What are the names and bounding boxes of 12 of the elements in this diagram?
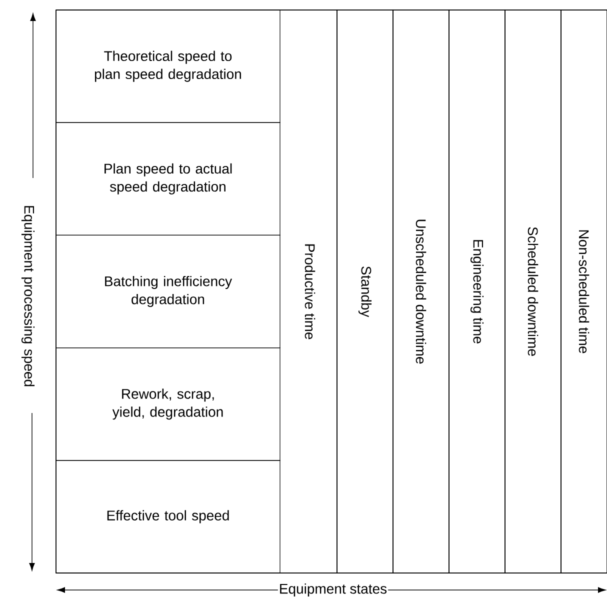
- column: Engineering time: [448, 10, 506, 574]
- column: Non-scheduled time: [560, 10, 607, 574]
- column: Scheduled downtime: [504, 10, 562, 574]
- axis-label: Equipment states: [278, 582, 388, 598]
- speed-cell: Batching inefficiency degradation: [56, 234, 280, 348]
- axis-label: Equipment processing speed: [21, 206, 35, 386]
- speed-cell: Effective tool speed: [56, 460, 280, 574]
- speed-cell: Rework, scrap, yield, degradation: [56, 348, 280, 461]
- column: Unscheduled downtime: [392, 10, 450, 574]
- speed-cell: Theoretical speed to plan speed degradation: [56, 10, 280, 123]
- column: Standby: [336, 10, 394, 574]
- speed-cell: Plan speed to actual speed degradation: [56, 122, 280, 236]
